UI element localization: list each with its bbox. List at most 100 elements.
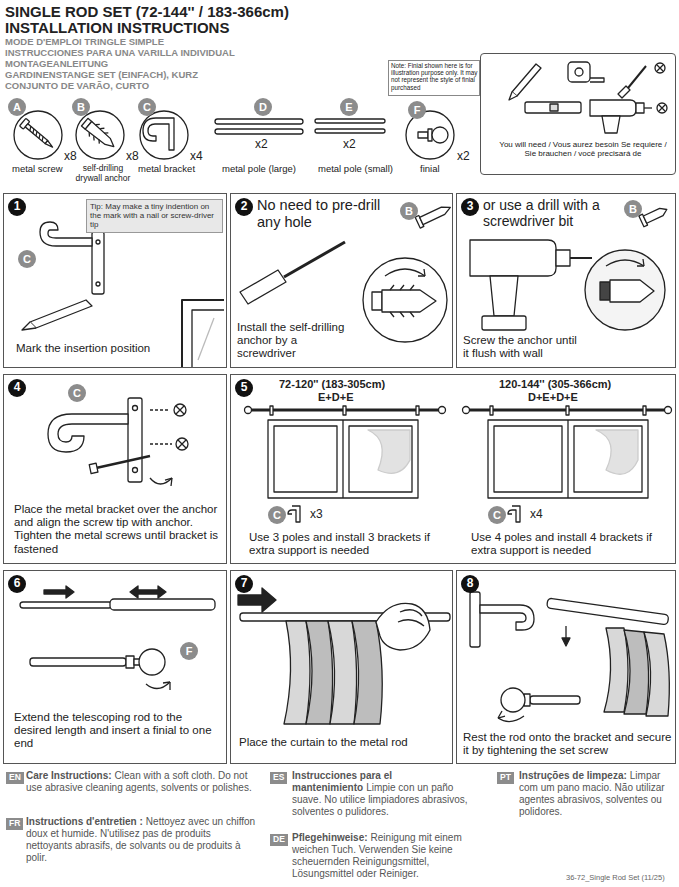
step-number: 5 [235, 379, 253, 397]
part-letter: F [408, 101, 426, 119]
callout-letter: C [68, 384, 86, 402]
size-range: 120-144'' (305-366cm) [499, 378, 611, 391]
part-name: self-drilling drywall anchor [72, 164, 134, 184]
care-text: Instructions d'entretien :Nettoyez avec … [26, 816, 258, 864]
step-text: Extend the telescoping rod to the desire… [14, 711, 219, 751]
step8-drawing [498, 711, 505, 718]
step7-drawing [398, 610, 424, 626]
step1-drawing [198, 318, 214, 360]
part-letter: A [8, 98, 26, 116]
part-letter: B [72, 98, 90, 116]
step6-drawing [163, 682, 170, 690]
language-tag: ES [270, 772, 287, 784]
step6-drawing [126, 656, 134, 668]
step5-drawing [416, 406, 419, 415]
tools-icons [512, 64, 541, 96]
step1-drawing [192, 310, 224, 368]
care-text: Instrucciones para el mantenimientoLimpi… [292, 770, 484, 818]
care-text: Pflegehinweise:Reinigung mit einem weich… [292, 832, 488, 880]
step3-drawing [490, 276, 518, 316]
step3-drawing [637, 259, 644, 266]
step6-drawing [110, 599, 215, 610]
tools-icons [657, 65, 663, 71]
tools-icons [509, 92, 517, 100]
step1-drawing [96, 240, 100, 244]
step7-drawing [352, 621, 382, 724]
step4-drawing [133, 468, 138, 473]
step3-drawing [606, 260, 644, 266]
step8-drawing [470, 592, 669, 722]
part-name: finial [420, 164, 440, 175]
part-letter: C [138, 98, 156, 116]
step-heading: No need to pre-drill any hole [257, 197, 392, 230]
step-heading: or use a drill with a screwdriver bit [483, 197, 625, 229]
callout-letter: C [268, 506, 286, 524]
step4-drawing [128, 398, 142, 482]
step7-drawing [328, 621, 357, 724]
step3-drawing [643, 206, 668, 223]
screw-part [14, 111, 62, 159]
step2-drawing [418, 269, 425, 276]
step5-drawing [439, 407, 446, 414]
step8-drawing [470, 592, 480, 647]
step5-drawing [368, 430, 410, 473]
step5-drawing [508, 506, 520, 522]
step5-drawing [349, 426, 412, 492]
note-text: Note: Finial shown here is for illustrat… [391, 62, 478, 91]
step-text: Screw the anchor until it flush with wal… [463, 334, 578, 360]
bracket-part [140, 111, 188, 159]
language-tag: FR [6, 818, 23, 830]
step6-drawing [30, 658, 126, 666]
quantity: x2 [343, 138, 356, 152]
pole-part [315, 129, 385, 133]
step5-drawing [643, 406, 646, 415]
step8-drawing [530, 696, 580, 704]
step5-drawing [567, 420, 568, 498]
step5-drawing [463, 407, 470, 414]
step-number: 7 [235, 575, 253, 593]
step-text: Use 3 poles and install 3 brackets if ex… [249, 531, 449, 557]
step4-drawing [178, 440, 186, 448]
quantity: x4 [530, 508, 543, 522]
tools-icons [525, 102, 581, 113]
care-heading: Instruções de limpeza: [519, 770, 627, 781]
part-letter: D [254, 98, 272, 116]
step7-drawing [238, 588, 450, 724]
step2-drawing [240, 270, 286, 304]
tools-icons [575, 68, 583, 76]
step5-drawing [665, 407, 672, 414]
step5-drawing [574, 426, 642, 492]
screw-part [25, 124, 47, 144]
anchor-part [80, 116, 119, 153]
step5-drawing [566, 406, 569, 415]
step6-drawing [139, 649, 165, 675]
tools-icons [644, 107, 652, 108]
finial-part [418, 132, 428, 138]
pole-part [215, 119, 385, 134]
step3-drawing [570, 257, 592, 259]
step4-drawing [89, 463, 98, 473]
step1-drawing [96, 282, 100, 286]
care-heading: Instructions d'entretien : [26, 816, 143, 827]
step-panel: 2No need to pre-drill any holeInstall th… [230, 193, 453, 368]
quantity: x8 [126, 150, 139, 164]
finial-part [432, 127, 448, 143]
translated-title: INSTRUCCIONES PARA UNA VARILLA INDIVIDUA… [5, 48, 235, 59]
step3-drawing [556, 250, 570, 266]
translated-title: GARDINENSTANGE SET (EINFACH), KURZ [5, 70, 198, 81]
step-panel: 6Extend the telescoping rod to the desir… [3, 570, 227, 764]
care-heading: Pflegehinweise: [292, 832, 368, 843]
step5-drawing [596, 430, 638, 474]
step-text: Place the metal bracket over the anchor … [14, 503, 219, 556]
step1-drawing [40, 222, 92, 246]
step5-drawing [288, 506, 300, 522]
step8-drawing [604, 628, 628, 712]
step-number: 8 [461, 575, 479, 593]
part-name: metal pole (large) [222, 164, 296, 175]
care-heading: Care Instructions: [26, 770, 112, 781]
bracket-part [143, 118, 174, 150]
pole-part [315, 119, 385, 123]
tools-icons [636, 103, 644, 113]
pole-part [215, 129, 303, 134]
step3-drawing [585, 250, 665, 330]
